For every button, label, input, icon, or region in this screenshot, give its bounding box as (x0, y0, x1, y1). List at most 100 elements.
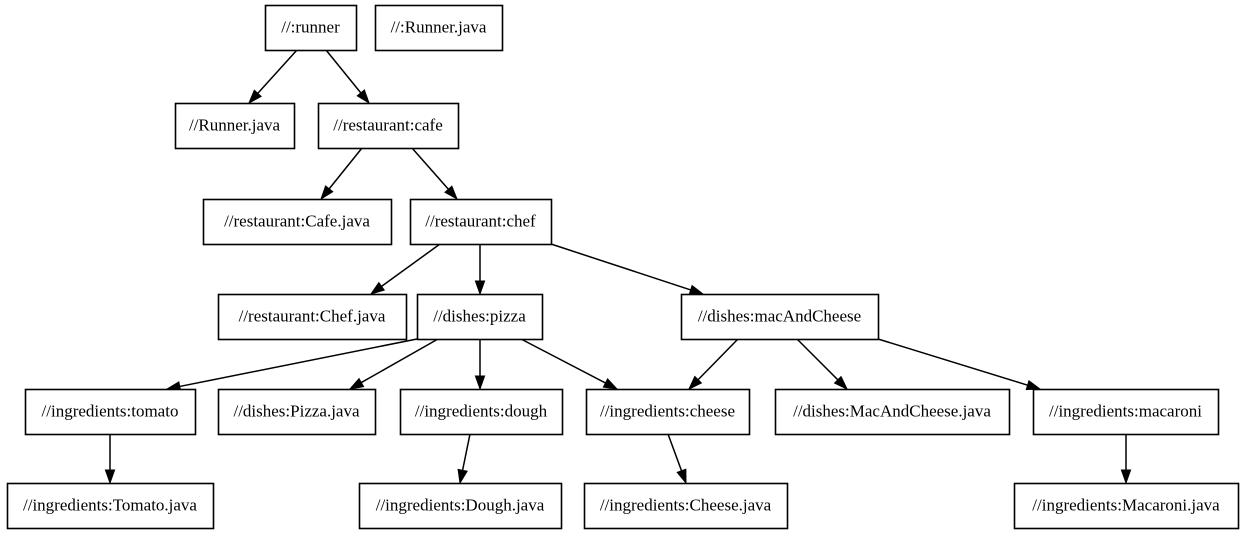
edge-arrowhead (1120, 469, 1132, 485)
graph-edge (1120, 434, 1132, 485)
graph-node-dishes_pizza[interactable]: //dishes:pizza (416, 293, 544, 341)
edge-arrowhead (356, 89, 370, 105)
edge-arrowhead (104, 469, 116, 485)
node-box[interactable] (202, 198, 393, 246)
graph-edge (520, 338, 619, 390)
graph-edge (369, 243, 441, 295)
node-label: //dishes:Pizza.java (233, 401, 360, 420)
edge-arrowhead (369, 281, 386, 295)
node-box[interactable] (264, 4, 358, 52)
edge-line (461, 433, 471, 471)
graph-edge (348, 338, 439, 390)
node-box[interactable] (680, 293, 880, 341)
graph-node-dishes_mac[interactable]: //dishes:macAndCheese (680, 293, 880, 341)
edge-arrowhead (348, 377, 365, 390)
graph-edge (165, 338, 418, 392)
graph-edge (550, 243, 705, 295)
node-label: //Runner.java (189, 115, 281, 134)
node-box[interactable] (774, 388, 1011, 436)
edge-line (550, 243, 691, 291)
node-label: //ingredients:cheese (600, 401, 735, 420)
graph-node-tomato_java[interactable]: //ingredients:Tomato.java (6, 482, 215, 530)
edge-arrowhead (687, 375, 703, 391)
node-box[interactable] (399, 388, 564, 436)
graph-edge (687, 338, 739, 391)
node-label: //ingredients:Dough.java (376, 495, 545, 514)
graph-node-chef_java[interactable]: //restaurant:Chef.java (217, 293, 408, 341)
edge-arrowhead (1025, 379, 1042, 391)
graph-node-ing_dough[interactable]: //ingredients:dough (399, 388, 564, 436)
nodes-layer: //:runner //:Runner.java //Runner.java //re… (6, 4, 1240, 530)
node-label: //ingredients:Macaroni.java (1032, 495, 1220, 514)
node-box[interactable] (6, 482, 215, 530)
node-label: //:Runner.java (391, 17, 487, 36)
node-label: //restaurant:Chef.java (239, 306, 386, 325)
edge-line (328, 147, 363, 190)
graph-node-cheese_java[interactable]: //ingredients:Cheese.java (583, 482, 789, 530)
graph-node-pizza_java[interactable]: //dishes:Pizza.java (217, 388, 377, 436)
edge-arrowhead (457, 468, 468, 485)
edge-arrowhead (688, 284, 705, 295)
node-box[interactable] (217, 388, 377, 436)
graph-edge (474, 244, 486, 296)
edge-line (667, 433, 683, 472)
node-label: //ingredients:dough (415, 401, 548, 420)
graph-edge (667, 433, 687, 485)
edge-arrowhead (474, 375, 486, 391)
graph-node-ing_tomato[interactable]: //ingredients:tomato (24, 388, 197, 436)
graph-node-dough_java[interactable]: //ingredients:Dough.java (358, 482, 563, 530)
edge-line (411, 147, 449, 190)
node-label: //dishes:MacAndCheese.java (793, 401, 991, 420)
edge-line (360, 338, 439, 384)
graph-node-mac_java[interactable]: //dishes:MacAndCheese.java (774, 388, 1011, 436)
node-box[interactable] (217, 293, 408, 341)
graph-node-runner_java[interactable]: //Runner.java (174, 102, 296, 150)
edge-line (257, 49, 298, 94)
graph-node-ing_macaroni[interactable]: //ingredients:macaroni (1032, 388, 1220, 436)
edge-line (877, 338, 1028, 386)
edge-arrowhead (320, 185, 334, 201)
graph-node-restaurant_cafe[interactable]: //restaurant:cafe (317, 102, 460, 150)
edge-line (325, 49, 362, 94)
graph-edge (474, 339, 486, 391)
node-box[interactable] (583, 482, 789, 530)
graph-node-ing_cheese[interactable]: //ingredients:cheese (585, 388, 751, 436)
edge-line (796, 338, 839, 381)
edge-arrowhead (444, 185, 458, 201)
node-box[interactable] (174, 102, 296, 150)
edge-line (520, 338, 606, 384)
graph-node-cafe_java[interactable]: //restaurant:Cafe.java (202, 198, 393, 246)
node-box[interactable] (358, 482, 563, 530)
node-label: //restaurant:cafe (333, 115, 443, 134)
graph-edge (320, 147, 363, 201)
graph-node-macaroni_java[interactable]: //ingredients:Macaroni.java (1013, 482, 1240, 530)
node-box[interactable] (1013, 482, 1240, 530)
graph-edge (104, 434, 116, 485)
graph-node-runner_java_root[interactable]: //:Runner.java (374, 4, 504, 52)
node-box[interactable] (1032, 388, 1220, 436)
edge-arrowhead (676, 468, 687, 485)
node-box[interactable] (416, 293, 544, 341)
edge-arrowhead (602, 378, 619, 390)
node-label: //ingredients:tomato (42, 401, 179, 420)
graph-edge (457, 433, 471, 485)
node-box[interactable] (585, 388, 751, 436)
node-label: //restaurant:Cafe.java (224, 211, 370, 230)
node-label: //dishes:pizza (433, 306, 526, 325)
graph-edge (796, 338, 849, 391)
graph-edge (325, 49, 370, 105)
edge-line (697, 338, 739, 381)
node-box[interactable] (317, 102, 460, 150)
edge-arrowhead (833, 375, 849, 391)
edge-arrowhead (247, 89, 262, 105)
edge-arrowhead (474, 280, 486, 296)
node-label: //ingredients:Tomato.java (23, 495, 197, 514)
node-box[interactable] (409, 198, 553, 246)
graph-edge (247, 49, 298, 105)
graph-node-restaurant_chef[interactable]: //restaurant:chef (409, 198, 553, 246)
graph-node-runner[interactable]: //:runner (264, 4, 358, 52)
node-box[interactable] (24, 388, 197, 436)
edge-line (381, 243, 441, 287)
node-box[interactable] (374, 4, 504, 52)
